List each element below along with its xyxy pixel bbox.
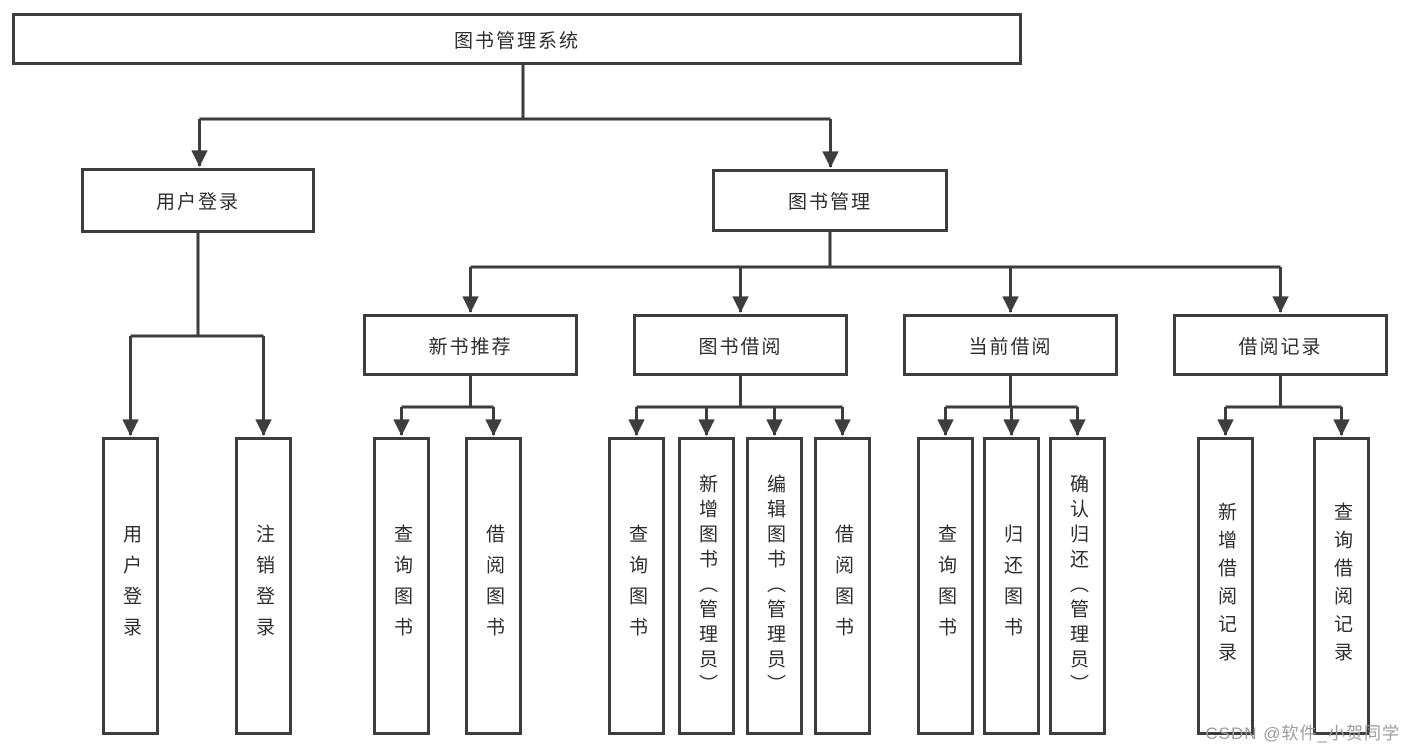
leaf-edit-book-admin: 编辑图书（管理员） [746, 437, 803, 735]
node-book-borrow: 图书借阅 [633, 314, 848, 376]
node-book-management: 图书管理 [712, 169, 948, 232]
node-root-system: 图书管理系统 [12, 13, 1022, 65]
leaf-add-borrow-record: 新增借阅记录 [1197, 437, 1254, 735]
leaf-current-query-books: 查询图书 [917, 437, 974, 735]
node-user-login: 用户登录 [81, 168, 315, 233]
node-new-book-recommend: 新书推荐 [363, 314, 578, 376]
leaf-user-login: 用户登录 [102, 437, 159, 735]
leaf-logout: 注销登录 [235, 437, 292, 735]
leaf-return-books: 归还图书 [983, 437, 1040, 735]
csdn-watermark: CSDN @软件_小贺同学 [1205, 724, 1400, 743]
node-borrow-records: 借阅记录 [1173, 314, 1388, 376]
leaf-confirm-return-admin: 确认归还（管理员） [1049, 437, 1106, 735]
leaf-recommend-borrow-books: 借阅图书 [465, 437, 522, 735]
leaf-recommend-query-books: 查询图书 [373, 437, 430, 735]
leaf-query-borrow-record: 查询借阅记录 [1313, 437, 1370, 735]
leaf-add-book-admin: 新增图书（管理员） [678, 437, 735, 735]
leaf-borrow-books: 借阅图书 [814, 437, 871, 735]
leaf-borrow-query-books: 查询图书 [608, 437, 665, 735]
node-current-borrow: 当前借阅 [903, 314, 1118, 376]
